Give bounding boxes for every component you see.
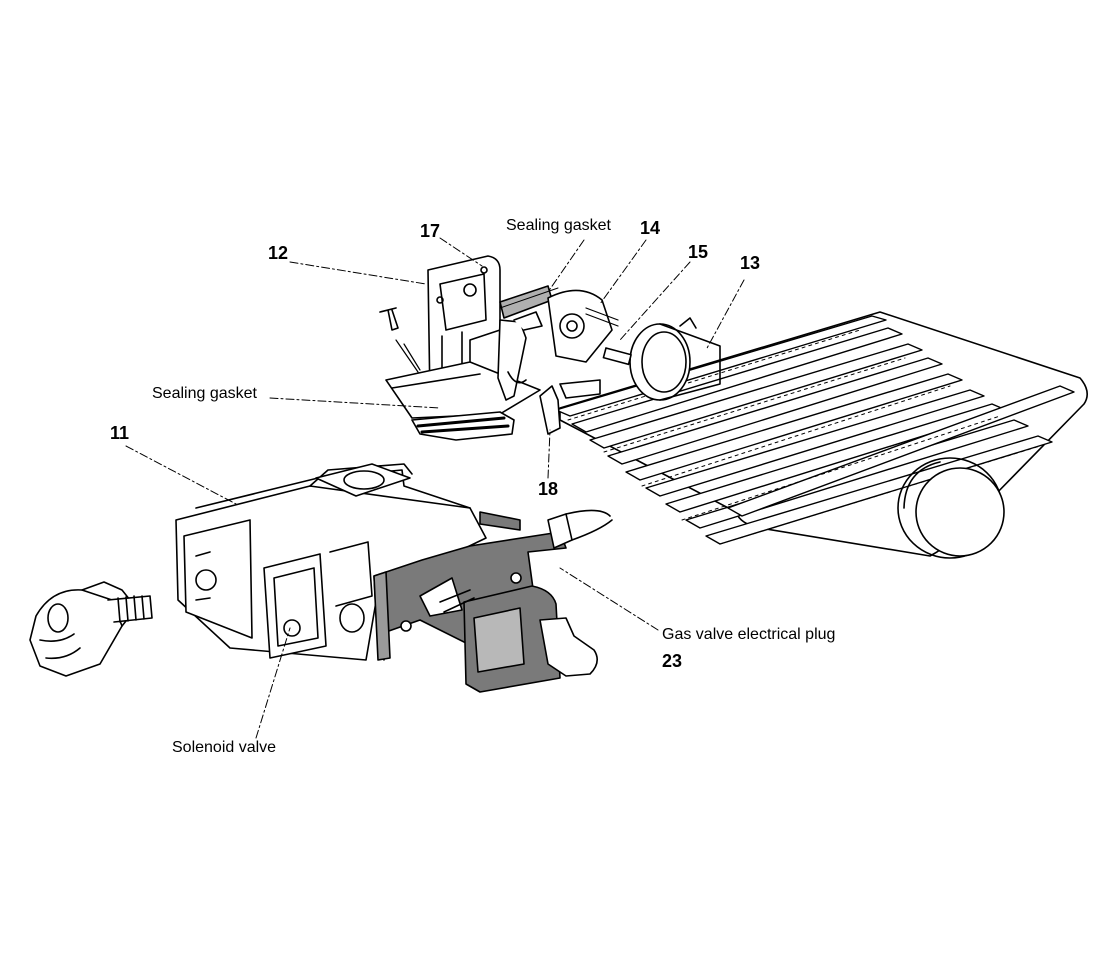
label-part-17: 17 bbox=[420, 221, 441, 241]
label-sealing-gasket-left: Sealing gasket bbox=[152, 385, 257, 402]
gas-valve-assembly bbox=[29, 463, 487, 677]
leader-lines bbox=[125, 237, 745, 739]
electrical-plug-assembly bbox=[373, 509, 613, 693]
label-part-23: 23 bbox=[662, 651, 683, 671]
label-gas-valve-electrical-plug: Gas valve electrical plug bbox=[662, 626, 836, 643]
burner-assembly bbox=[555, 311, 1088, 559]
label-part-15: 15 bbox=[688, 242, 709, 262]
label-part-13: 13 bbox=[740, 253, 761, 273]
label-sealing-gasket-top: Sealing gasket bbox=[506, 217, 611, 234]
label-solenoid-valve: Solenoid valve bbox=[172, 739, 277, 756]
gas-bracket-assembly bbox=[379, 255, 632, 441]
label-part-11: 11 bbox=[110, 423, 130, 443]
label-part-18: 18 bbox=[538, 479, 559, 499]
label-part-14: 14 bbox=[640, 218, 661, 238]
label-part-12: 12 bbox=[268, 243, 289, 263]
